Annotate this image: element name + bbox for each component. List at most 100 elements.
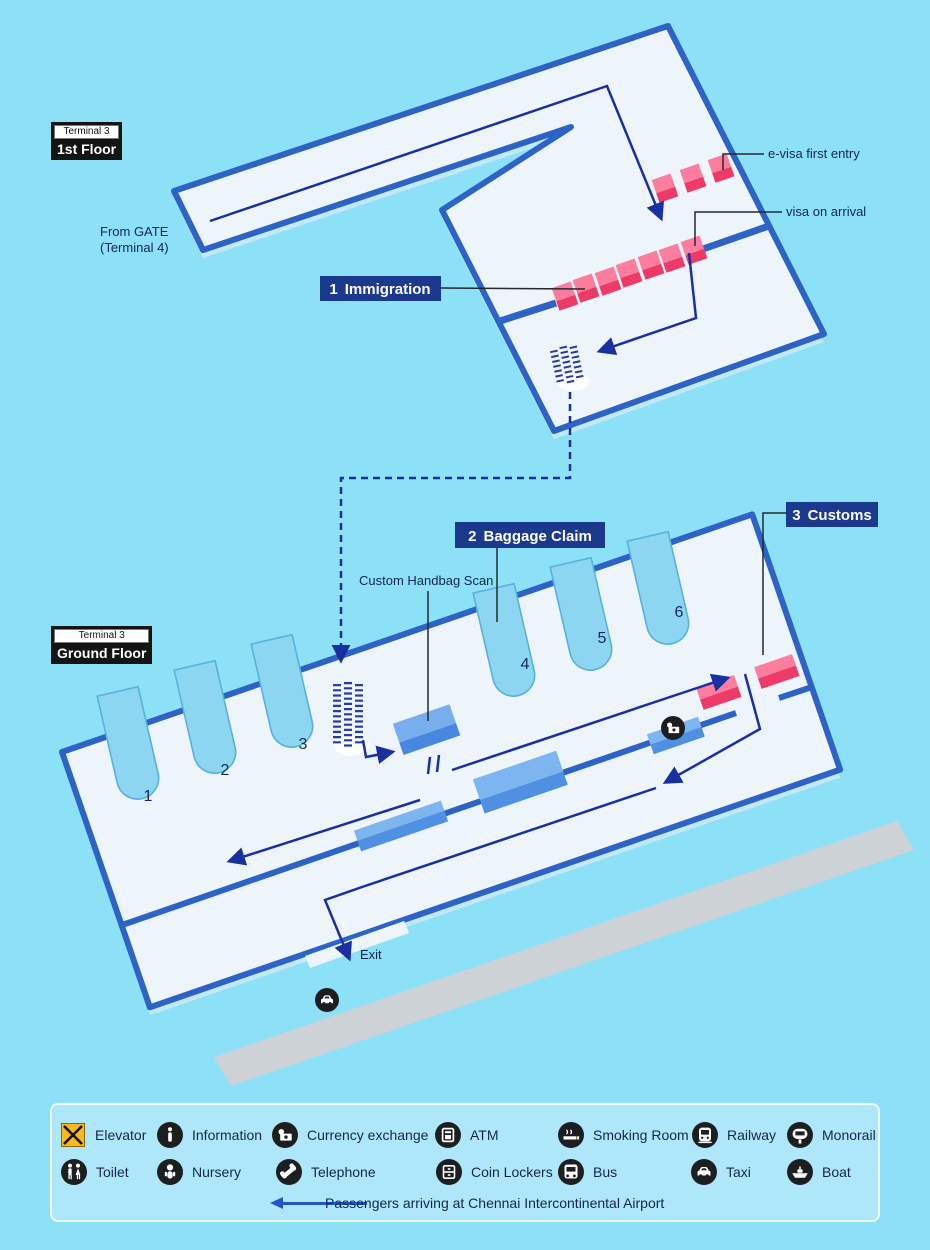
legend-caption: Passengers arriving at Chennai Intercont…	[325, 1195, 665, 1211]
information-icon	[157, 1122, 183, 1148]
legend-label: Taxi	[726, 1164, 751, 1180]
flow-arrows-first	[209, 84, 698, 355]
coin-lockers-icon	[436, 1159, 462, 1185]
legend-item-elevator: Elevator	[60, 1122, 146, 1148]
carousel-number: 5	[598, 630, 607, 647]
nursery-icon	[157, 1159, 183, 1185]
legend-label: Monorail	[822, 1127, 876, 1143]
handbag-scan-machine	[392, 704, 461, 755]
floor-connector-dashed-path	[331, 392, 572, 664]
legend-label: Information	[192, 1127, 263, 1143]
legend-label: Boat	[822, 1164, 851, 1180]
evisa-counters	[651, 153, 735, 203]
carousel-numbers: 1 2 3 4 5 6	[144, 604, 684, 805]
baggage-claim-label-box	[455, 522, 605, 548]
annotation-texts: From GATE (Terminal 4) e-visa first entr…	[100, 146, 866, 588]
carousel-4	[472, 582, 536, 697]
service-desks	[353, 716, 705, 852]
escalator-ground-floor	[333, 682, 370, 756]
monorail-icon	[787, 1122, 813, 1148]
car-pickup-icon	[315, 988, 339, 1012]
bus-icon	[558, 1159, 584, 1185]
atm-icon	[435, 1122, 461, 1148]
carousel-2	[173, 659, 237, 774]
legend-label: Coin Lockers	[471, 1164, 553, 1180]
railway-icon	[692, 1122, 718, 1148]
legend-item-atm: ATM	[435, 1122, 499, 1148]
first-floor-label: Terminal 3 1st Floor	[51, 122, 123, 160]
arriving-arrow-line	[281, 1201, 367, 1205]
legend-item-smoking-room: Smoking Room	[558, 1122, 689, 1148]
terminal-badge: Terminal 3	[54, 125, 120, 139]
carousel-6	[626, 530, 690, 645]
legend-label: Currency exchange	[307, 1127, 429, 1143]
arriving-arrow-icon	[270, 1197, 283, 1209]
legend-label: Toilet	[96, 1164, 129, 1180]
from-gate-label-line2: (Terminal 4)	[100, 240, 169, 255]
immigration-counters	[551, 235, 708, 311]
legend-label: Railway	[727, 1127, 777, 1143]
legend-label: Bus	[593, 1164, 618, 1180]
escalator-first-floor	[550, 345, 589, 391]
carousel-number: 3	[299, 736, 308, 753]
immigration-label-box	[320, 276, 441, 301]
desk-left	[353, 800, 449, 852]
baggage-carousels	[96, 530, 690, 800]
taxi-icon	[691, 1159, 717, 1185]
legend-item-bus: Bus	[558, 1159, 617, 1185]
legend-panel: Elevator Information Currency exchange A…	[50, 1103, 880, 1222]
customs-label-box	[786, 502, 878, 527]
first-floor-hall	[171, 23, 827, 439]
carousel-number: 4	[521, 656, 530, 673]
legend-item-boat: Boat	[787, 1159, 851, 1185]
legend-item-information: Information	[157, 1122, 262, 1148]
evisa-label: e-visa first entry	[768, 146, 860, 161]
legend-item-telephone: Telephone	[276, 1159, 376, 1185]
legend-item-monorail: Monorail	[787, 1122, 876, 1148]
from-gate-label-line1: From GATE	[100, 224, 169, 239]
toilet-icon	[61, 1159, 87, 1185]
legend-label: Smoking Room	[593, 1127, 689, 1143]
legend-item-coin-lockers: Coin Lockers	[436, 1159, 553, 1185]
currency-exchange-icon	[272, 1122, 298, 1148]
legend-label: ATM	[470, 1127, 499, 1143]
ground-floor-hall: 1 2 3 4 5 6	[59, 511, 844, 1016]
currency-exchange-map-icon	[661, 716, 685, 740]
carousel-number: 6	[675, 604, 684, 621]
legend-item-toilet: Toilet	[61, 1159, 129, 1185]
legend-label: Elevator	[95, 1127, 147, 1143]
carousel-3	[250, 633, 314, 748]
carousel-number: 1	[144, 788, 153, 805]
legend-item-nursery: Nursery	[157, 1159, 241, 1185]
legend-item-railway: Railway	[692, 1122, 776, 1148]
floor-name: Ground Floor	[57, 645, 147, 661]
legend-item-taxi: Taxi	[691, 1159, 751, 1185]
flow-arrows-ground	[226, 673, 762, 962]
immigration-walls	[495, 222, 771, 326]
pointer-lines	[427, 153, 786, 721]
smoking-room-icon	[558, 1122, 584, 1148]
carousel-5	[549, 556, 613, 671]
telephone-icon	[276, 1159, 302, 1185]
terminal-badge: Terminal 3	[54, 629, 150, 643]
ground-floor-label: Terminal 3 Ground Floor	[51, 626, 153, 664]
boat-icon	[787, 1159, 813, 1185]
legend-label: Nursery	[192, 1164, 242, 1180]
visa-on-arrival-label: visa on arrival	[786, 204, 866, 219]
desk-center	[472, 750, 568, 814]
handbag-scan-label: Custom Handbag Scan	[359, 573, 493, 588]
exit-label: Exit	[360, 947, 382, 962]
legend-label: Telephone	[311, 1164, 376, 1180]
carousel-1	[96, 685, 160, 800]
carousel-number: 2	[221, 762, 230, 779]
road-strip	[214, 821, 914, 1086]
ground-floor-floor	[59, 511, 844, 1011]
legend-item-currency-exchange: Currency exchange	[272, 1122, 428, 1148]
floor-name: 1st Floor	[57, 141, 117, 157]
